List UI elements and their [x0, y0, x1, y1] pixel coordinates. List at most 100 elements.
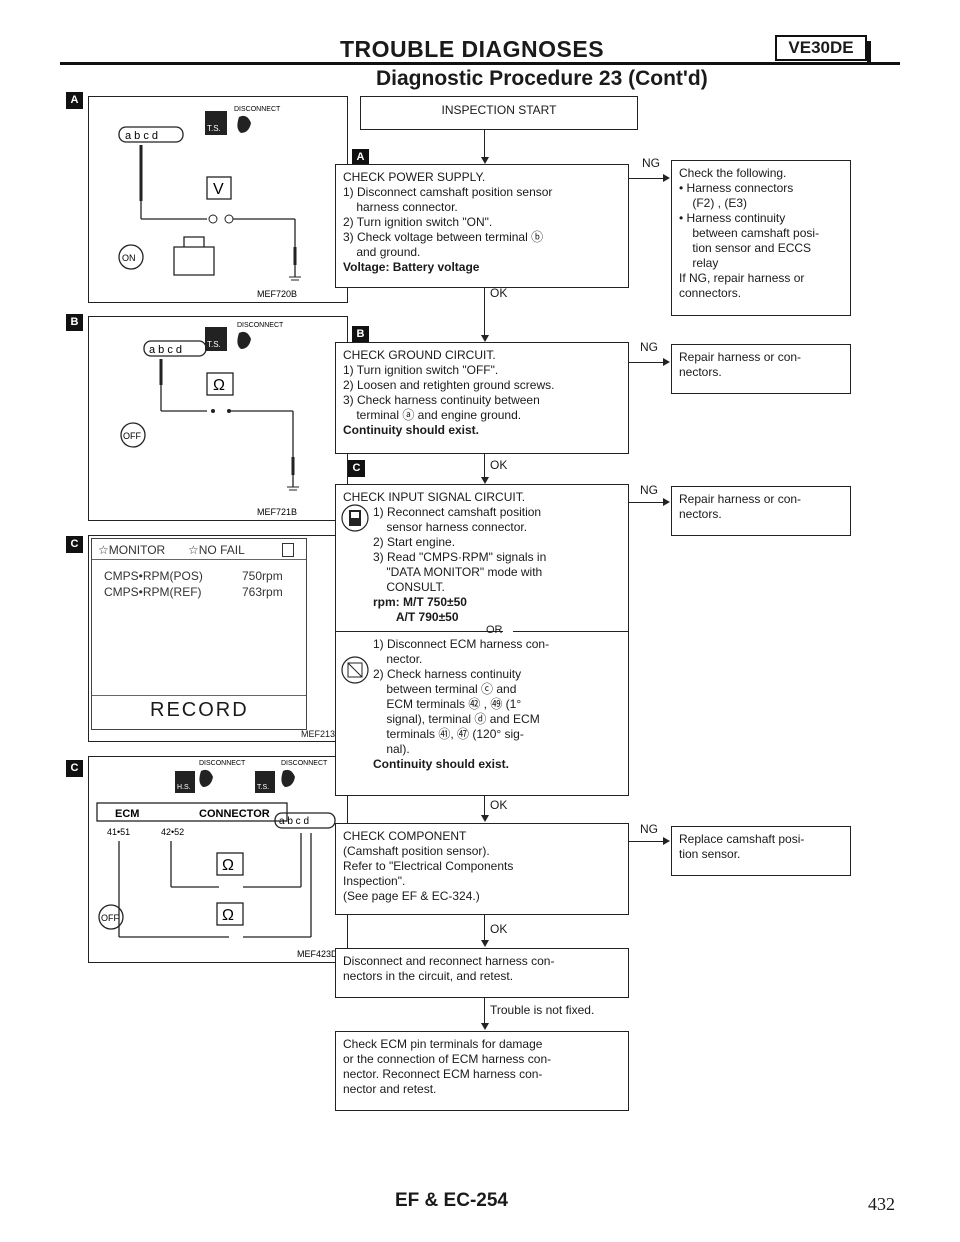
- step-c-line: 2) Start engine.: [373, 535, 456, 549]
- arrow-down-icon: [481, 815, 489, 822]
- step-d-line: (See page EF & EC-324.): [343, 889, 480, 903]
- or-divider: OR: [336, 624, 628, 637]
- action-check-harness-box: Check the following. • Harness connector…: [671, 160, 851, 316]
- page-reference: EF & EC-254: [395, 1190, 508, 1211]
- ng-label: NG: [640, 483, 658, 497]
- final-line: nector. Reconnect ECM harness con-: [343, 1067, 543, 1081]
- ok-label: OK: [490, 922, 508, 936]
- action-line: Repair harness or con-: [679, 350, 802, 364]
- final-check-box: Check ECM pin terminals for damage or th…: [335, 1031, 629, 1111]
- step-c-marker: C: [348, 460, 365, 477]
- harness-continuity-diagram: H.S. DISCONNECT T.S. DISCONNECT ECM CONN…: [96, 760, 338, 959]
- arrow-down-icon: [481, 940, 489, 947]
- action-line: (F2) , (E3): [679, 196, 748, 210]
- action-line: between camshaft posi-: [679, 226, 820, 240]
- arrow-right-icon: [663, 174, 670, 182]
- rpm-spec-mt: rpm: M/T 750±50: [373, 595, 467, 609]
- step-c-line: sensor harness connector.: [373, 520, 528, 534]
- svg-text:DISCONNECT: DISCONNECT: [199, 760, 246, 767]
- arrow-down-icon: [481, 477, 489, 484]
- action-line: • Harness connectors: [679, 181, 794, 195]
- action-line: Repair harness or con-: [679, 492, 802, 506]
- harness-continuity-panel: H.S. DISCONNECT T.S. DISCONNECT ECM CONN…: [88, 756, 348, 963]
- svg-text:T.S.: T.S.: [207, 340, 221, 349]
- step-a-line: 1) Disconnect camshaft position sensor: [343, 185, 553, 199]
- step-c-criteria: Continuity should exist.: [373, 757, 510, 771]
- action-line: If NG, repair harness or: [679, 271, 805, 285]
- disconnect-label: DISCONNECT: [237, 322, 284, 329]
- meter-v: V: [213, 181, 224, 198]
- consult-icon: [341, 504, 369, 532]
- arrow-down-icon: [481, 157, 489, 164]
- svg-text:a b c d: a b c d: [279, 816, 309, 827]
- ignition-off-c: OFF: [101, 913, 119, 923]
- flow-connector: [484, 915, 486, 943]
- hs-label: H.S.: [177, 784, 191, 791]
- step-c-line: 3) Read "CMPS·RPM" signals in: [373, 550, 547, 564]
- step-a-line: CHECK POWER SUPPLY.: [343, 170, 486, 184]
- action-replace-sensor-box: Replace camshaft posi- tion sensor.: [671, 826, 851, 876]
- step-c-alt-line: nector.: [373, 652, 423, 666]
- ecm-label: ECM: [115, 808, 139, 820]
- step-a-criteria: Voltage: Battery voltage: [343, 260, 480, 274]
- arrow-right-icon: [663, 358, 670, 366]
- ignition-on: ON: [122, 253, 136, 263]
- action-line: Check the following.: [679, 166, 787, 180]
- action-line: tion sensor.: [679, 847, 741, 861]
- action-line: tion sensor and ECCS: [679, 241, 812, 255]
- svg-text:T.S.: T.S.: [257, 784, 269, 791]
- ok-label: OK: [490, 286, 508, 300]
- step-c-alt-line: signal), terminal ⓓ and ECM: [373, 712, 540, 726]
- step-check-component-box: CHECK COMPONENT (Camshaft position senso…: [335, 823, 629, 915]
- connector-label: a b c d: [149, 344, 182, 356]
- step-b-line: CHECK GROUND CIRCUIT.: [343, 348, 496, 362]
- monitor-header: ☆MONITOR: [98, 543, 166, 557]
- ng-connector: [629, 362, 663, 364]
- step-c-line: 1) Reconnect camshaft position: [373, 505, 542, 519]
- action-repair-harness-box: Repair harness or con- nectors.: [671, 344, 851, 394]
- action-line: Replace camshaft posi-: [679, 832, 805, 846]
- header-rule: [60, 62, 900, 65]
- step-b-line: terminal ⓐ and engine ground.: [343, 408, 522, 422]
- step-d-line: (Camshaft position sensor).: [343, 844, 490, 858]
- action-line: connectors.: [679, 286, 742, 300]
- step-b-line: 2) Loosen and retighten ground screws.: [343, 378, 555, 392]
- page-number: 432: [868, 1194, 895, 1214]
- panel-b-marker: B: [66, 314, 83, 331]
- meter-ohm: Ω: [213, 377, 225, 394]
- meter-ohm-bottom: Ω: [222, 907, 234, 924]
- inspection-start-label: INSPECTION START: [441, 103, 557, 117]
- monitor-row-pos-value: 750rpm: [242, 569, 283, 583]
- connector-title: CONNECTOR: [199, 808, 270, 820]
- panel-a: a b c d T.S. DISCONNECT V ON MEF720B: [88, 96, 348, 303]
- panel-c2-code: MEF423D: [297, 949, 338, 959]
- inspection-start-box: INSPECTION START: [360, 96, 638, 130]
- ng-connector: [629, 178, 663, 180]
- final-line: nector and retest.: [343, 1082, 437, 1096]
- step-d-line: CHECK COMPONENT: [343, 829, 467, 843]
- arrow-right-icon: [663, 837, 670, 845]
- page-subtitle: Diagnostic Procedure 23 (Cont'd): [376, 67, 708, 90]
- reconnect-box: Disconnect and reconnect harness con- ne…: [335, 948, 629, 998]
- step-b-line: 3) Check harness continuity between: [343, 393, 540, 407]
- disconnect-label: DISCONNECT: [234, 106, 281, 113]
- monitor-row-ref-value: 763rpm: [242, 585, 283, 599]
- monitor-row-pos-name: CMPS•RPM(POS): [104, 569, 203, 583]
- step-c-alt-line: nal).: [373, 742, 410, 756]
- final-line: Check ECM pin terminals for damage: [343, 1037, 543, 1051]
- flow-connector: [484, 288, 486, 338]
- reconnect-line: Disconnect and reconnect harness con-: [343, 954, 555, 968]
- step-a-line: harness connector.: [343, 200, 458, 214]
- step-c-line: "DATA MONITOR" mode with: [373, 565, 543, 579]
- step-b-line: 1) Turn ignition switch "OFF".: [343, 363, 499, 377]
- action-line: • Harness continuity: [679, 211, 786, 225]
- pins-left: 41•51: [107, 827, 130, 837]
- step-c-alt-line: 2) Check harness continuity: [373, 667, 522, 681]
- monitor-screen: ☆MONITOR ☆NO FAIL CMPS•RPM(POS) 750rpm C…: [91, 538, 307, 730]
- svg-text:DISCONNECT: DISCONNECT: [281, 760, 328, 767]
- panel-a-marker: A: [66, 92, 83, 109]
- step-input-signal-box: CHECK INPUT SIGNAL CIRCUIT. 1) Reconnect…: [335, 484, 629, 796]
- ng-connector: [629, 502, 663, 504]
- pins-right: 42•52: [161, 827, 184, 837]
- step-a-line: 2) Turn ignition switch "ON".: [343, 215, 493, 229]
